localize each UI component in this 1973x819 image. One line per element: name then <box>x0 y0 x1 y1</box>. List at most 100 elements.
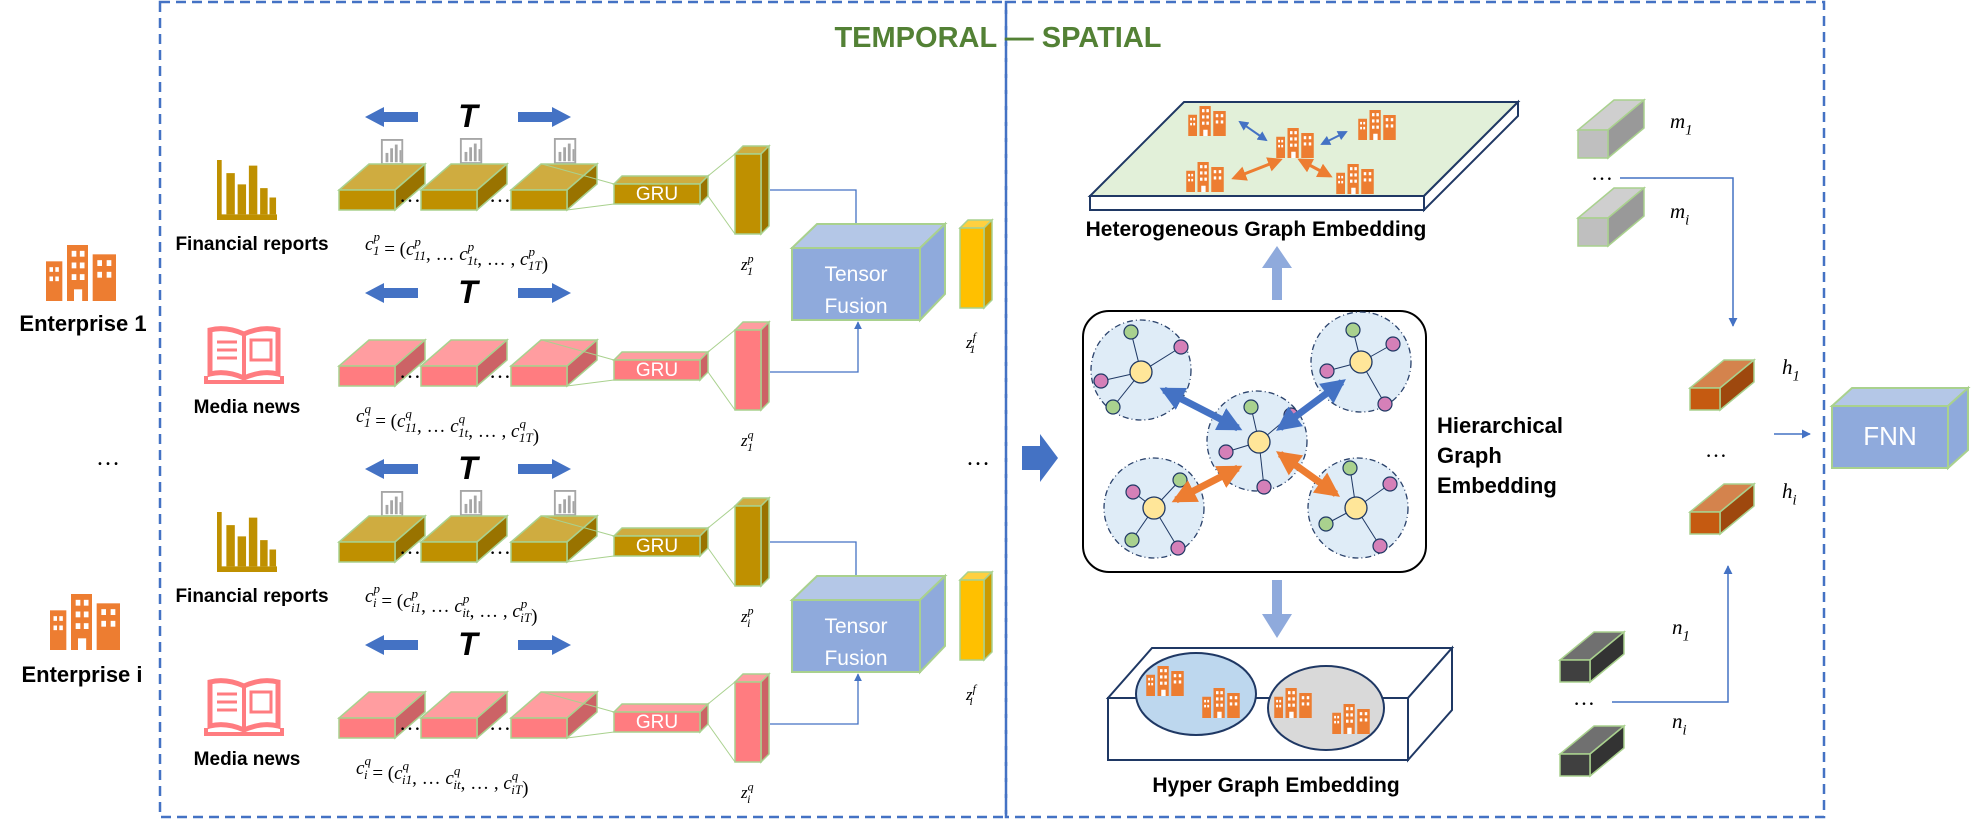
input-step-3 <box>508 338 600 388</box>
temporal-frame <box>158 0 1008 819</box>
n-vector-2 <box>1557 724 1627 778</box>
time-label: T <box>458 274 480 310</box>
input-step-3 <box>508 690 600 740</box>
graph-node <box>1218 444 1234 460</box>
input-step-2 <box>418 690 510 740</box>
h-vector-2 <box>1687 482 1757 536</box>
heterogeneous-graph-slab <box>1087 99 1521 213</box>
temporal-to-spatial-arrow <box>1022 434 1058 482</box>
m-label-2: mi <box>1670 199 1689 228</box>
spatial-frame <box>1004 0 1826 819</box>
graph-hub-node <box>1247 430 1271 454</box>
input-step-1 <box>336 338 428 388</box>
graph-node <box>1243 399 1259 415</box>
graph-node <box>1173 339 1189 355</box>
input-step-2 <box>418 338 510 388</box>
step-ellipsis: … <box>489 710 511 735</box>
gru-label: GRU <box>636 712 678 733</box>
hyper-graph-box <box>1105 645 1455 763</box>
input-step-3 <box>508 514 600 564</box>
input-step-1 <box>336 690 428 740</box>
report-icon <box>380 491 404 517</box>
graph-node <box>1318 516 1334 532</box>
report-icon <box>380 139 404 165</box>
middle-ellipsis: … <box>966 445 990 471</box>
report-icon <box>553 138 577 164</box>
tensor-fusion-label: Tensor <box>824 263 887 286</box>
report-icon <box>553 490 577 516</box>
time-label: T <box>458 450 480 486</box>
n-label-2: ni <box>1672 709 1687 738</box>
z-vector <box>733 672 771 764</box>
hierarchical-label-3: Embedding <box>1437 473 1557 498</box>
graph-node <box>1256 479 1272 495</box>
tensor-fusion-label: Fusion <box>824 295 887 318</box>
step-ellipsis: … <box>399 182 421 207</box>
step-ellipsis: … <box>399 534 421 559</box>
graph-node <box>1105 399 1121 415</box>
graph-node <box>1124 532 1140 548</box>
financial-report-icon <box>217 512 277 572</box>
time-label: T <box>458 626 480 662</box>
header-title: TEMPORAL — SPATIAL <box>834 22 1161 54</box>
graph-node <box>1170 540 1186 556</box>
time-label: T <box>458 98 480 134</box>
fnn-label: FNN <box>1863 421 1916 451</box>
time-right-arrow <box>518 635 571 655</box>
enterprise-i-icon <box>50 594 120 650</box>
n-label-1: n1 <box>1672 615 1690 644</box>
m-label-1: m1 <box>1670 109 1693 138</box>
report-icon <box>459 138 483 164</box>
m-vector-2 <box>1575 186 1647 248</box>
down-arrow <box>1262 580 1292 638</box>
input-step-1 <box>336 514 428 564</box>
tensor-fusion-label: Fusion <box>824 647 887 670</box>
hier-link <box>1171 464 1243 504</box>
gru-label: GRU <box>636 360 678 381</box>
input-step-3 <box>508 162 600 212</box>
step-ellipsis: … <box>399 710 421 735</box>
enterprise-1-icon <box>46 245 116 301</box>
n-vector-1 <box>1557 630 1627 684</box>
enterprise-1-label: Enterprise 1 <box>19 311 146 336</box>
h-vector-1 <box>1687 358 1757 412</box>
h-ellipsis: … <box>1705 437 1727 462</box>
step-ellipsis: … <box>489 182 511 207</box>
z-vector <box>733 320 771 412</box>
gru-block <box>612 702 710 734</box>
graph-cluster-4 <box>1103 457 1205 559</box>
m-ellipsis: … <box>1591 160 1613 185</box>
time-right-arrow <box>518 107 571 127</box>
graph-node <box>1342 460 1358 476</box>
source-label: Financial reports <box>175 234 328 255</box>
h-label-1: h1 <box>1782 355 1800 384</box>
gru-label: GRU <box>636 184 678 205</box>
hierarchical-graph-box <box>1082 310 1427 573</box>
enterprise-ellipsis: … <box>96 445 120 471</box>
media-news-icon <box>206 329 282 382</box>
h-label-2: hi <box>1782 479 1797 508</box>
time-left-arrow <box>365 283 418 303</box>
fnn-block <box>1829 385 1971 471</box>
graph-node <box>1093 373 1109 389</box>
n-ellipsis: … <box>1573 685 1595 710</box>
m-vector-1 <box>1575 98 1647 160</box>
time-left-arrow <box>365 107 418 127</box>
graph-node <box>1319 363 1335 379</box>
source-label: Media news <box>194 749 301 770</box>
enterprise-i-label: Enterprise i <box>21 662 142 687</box>
graph-node <box>1382 476 1398 492</box>
heterogeneous-label: Heterogeneous Graph Embedding <box>1086 218 1427 241</box>
source-label: Media news <box>194 397 301 418</box>
financial-report-icon <box>217 160 277 220</box>
